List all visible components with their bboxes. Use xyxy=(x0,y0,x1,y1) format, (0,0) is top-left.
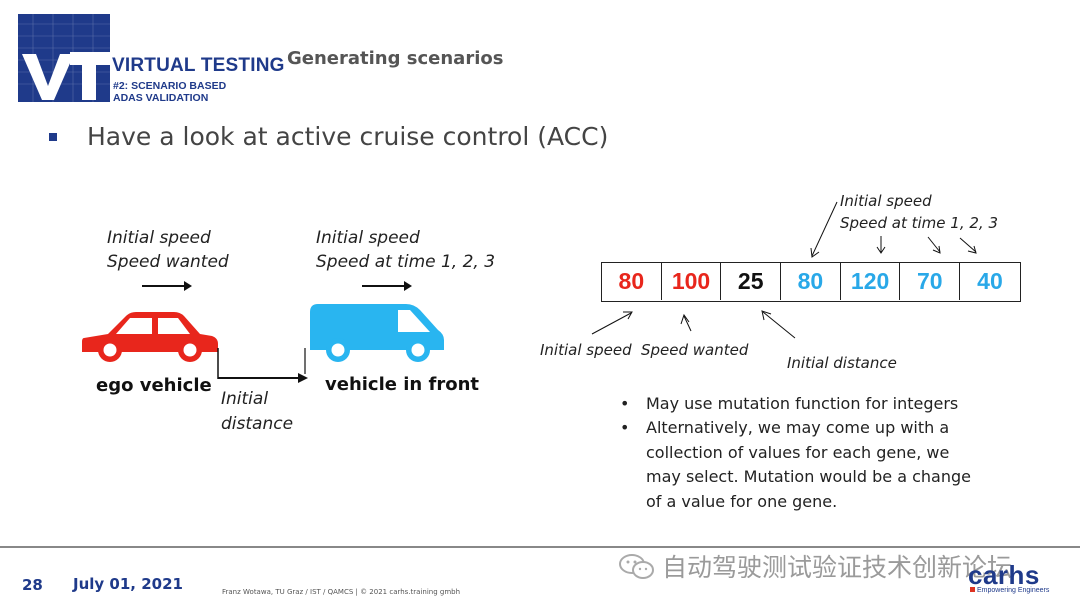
wechat-watermark-icon xyxy=(619,554,654,579)
vehicle-in-front-label: vehicle in front xyxy=(325,374,479,395)
vt-logo-icon xyxy=(18,14,110,102)
ego-car-icon xyxy=(82,312,218,362)
brand-title: VIRTUAL TESTING xyxy=(112,55,285,76)
page-number: 28 xyxy=(22,576,43,594)
gene-cell: 80 xyxy=(781,263,841,300)
gene-cell: 25 xyxy=(721,263,782,300)
gene-cell: 80 xyxy=(602,263,662,300)
headline: Have a look at active cruise control (AC… xyxy=(87,122,609,151)
carhs-tagline-square-icon xyxy=(970,587,975,592)
brand-subtitle-line2: ADAS VALIDATION xyxy=(113,92,209,104)
ego-param-initial-speed: Initial speed xyxy=(107,228,211,248)
genome-bottom-label-speed-wanted: Speed wanted xyxy=(641,341,749,359)
ego-direction-arrow-icon xyxy=(142,281,192,291)
ego-vehicle-label: ego vehicle xyxy=(96,375,212,396)
brand-subtitle-line1: #2: SCENARIO BASED xyxy=(113,80,227,92)
distance-label-line2: distance xyxy=(221,414,294,434)
genome-top-pointer-arrows-icon xyxy=(810,201,977,258)
front-param-initial-speed: Initial speed xyxy=(316,228,420,248)
gene-cell: 70 xyxy=(900,263,961,300)
footer-credits: Franz Wotawa, TU Graz / IST / QAMCS | © … xyxy=(222,588,461,596)
front-direction-arrow-icon xyxy=(362,281,412,291)
front-van-icon xyxy=(310,304,444,362)
watermark-text: 自动驾驶测试验证技术创新论坛 xyxy=(662,553,1013,582)
note-item: Alternatively, we may come up with a col… xyxy=(620,416,980,514)
gene-cell: 100 xyxy=(662,263,722,300)
genome-top-label-speed-at-time: Speed at time 1, 2, 3 xyxy=(840,214,998,232)
gene-cell: 40 xyxy=(977,268,1003,294)
headline-bullet xyxy=(49,133,57,141)
gene-cell: 120 xyxy=(841,263,901,300)
distance-label-line1: Initial xyxy=(221,389,269,409)
genome-top-label-initial-speed: Initial speed xyxy=(840,192,932,210)
genome-bottom-label-initial-distance: Initial distance xyxy=(787,354,897,372)
genome-bottom-label-initial-speed: Initial speed xyxy=(540,341,632,359)
front-param-speed-at-time: Speed at time 1, 2, 3 xyxy=(316,252,496,272)
carhs-tagline: Empowering Engineers xyxy=(970,587,1049,594)
carhs-logo: carhs xyxy=(968,560,1040,590)
section-title: Generating scenarios xyxy=(287,48,504,69)
ego-param-speed-wanted: Speed wanted xyxy=(107,252,229,272)
distance-arrow-icon xyxy=(217,348,308,383)
carhs-tagline-text: Empowering Engineers xyxy=(977,587,1050,594)
footer-divider xyxy=(0,546,1080,548)
notes-list: May use mutation function for integers A… xyxy=(620,392,980,514)
brand-subtitle: #2: SCENARIO BASED ADAS VALIDATION xyxy=(113,80,226,104)
genome-bottom-pointer-arrows-icon xyxy=(591,310,796,339)
note-item: May use mutation function for integers xyxy=(620,392,980,417)
footer-date: July 01, 2021 xyxy=(73,575,183,593)
